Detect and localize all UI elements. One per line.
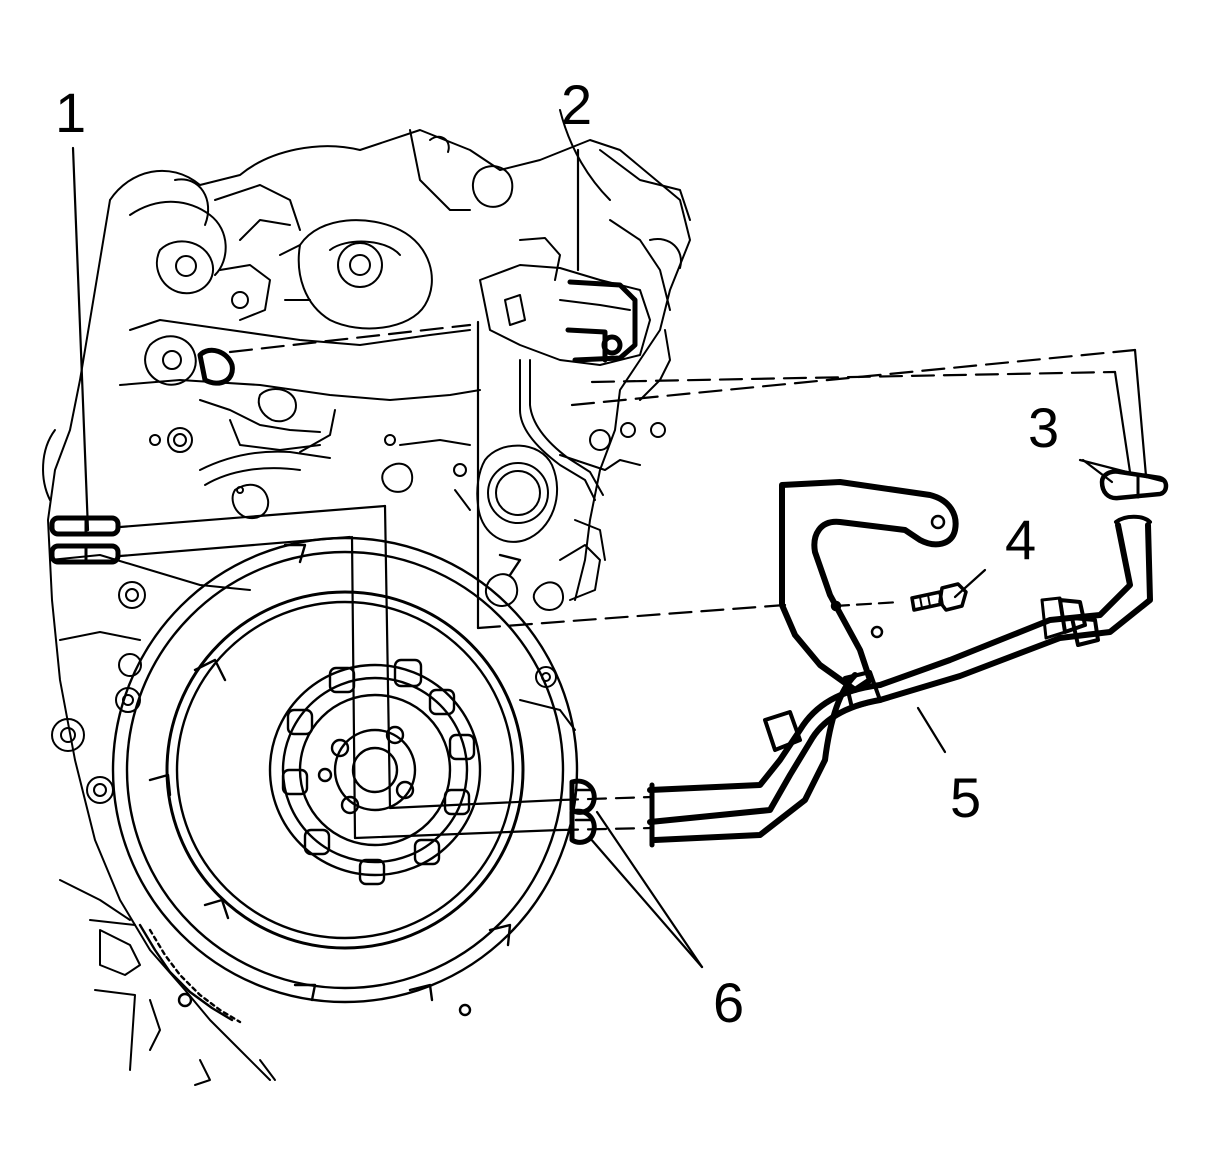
- callout-leaders: [71, 146, 1168, 969]
- callout-4: 4: [1005, 508, 1037, 571]
- cooler-line-assembly-5: [647, 479, 1153, 848]
- retainer-clip-3: [1099, 469, 1169, 501]
- callout-6: 6: [713, 971, 745, 1034]
- quick-connect-seals-6: [569, 778, 597, 845]
- callout-2: 2: [561, 73, 593, 136]
- callout-5: 5: [950, 766, 982, 829]
- sensor-clip-2: [197, 279, 638, 386]
- flexplate: [111, 536, 579, 1024]
- engine-block: [42, 109, 691, 1086]
- callout-1: 1: [55, 81, 87, 144]
- assembly-paths: [118, 320, 1148, 840]
- callout-3: 3: [1028, 396, 1060, 459]
- bolt-4: [910, 582, 968, 612]
- hose-connector-1: [49, 515, 121, 565]
